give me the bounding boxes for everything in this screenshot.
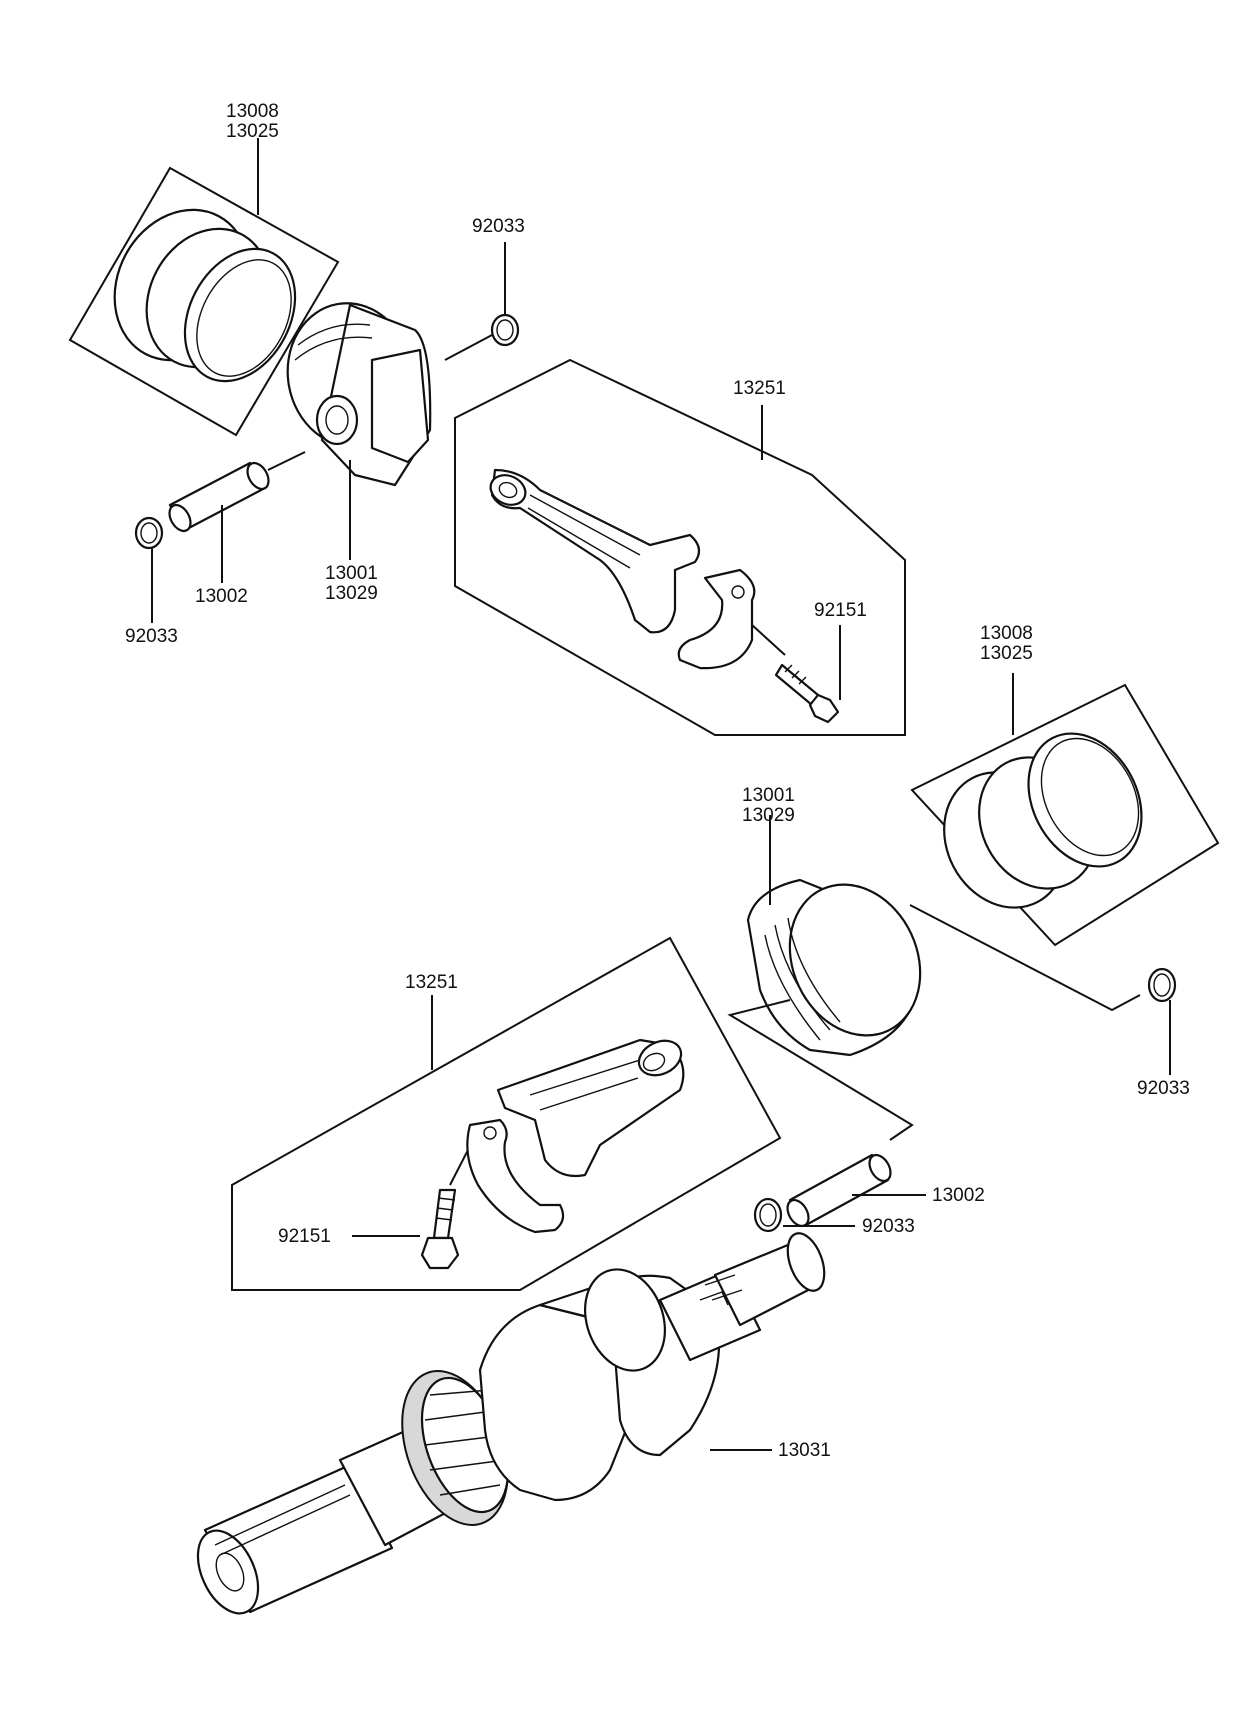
connecting-rod-bottom[interactable] <box>496 1034 687 1178</box>
label-rings-right-a: 13008 <box>980 623 1033 644</box>
label-clip-left: 92033 <box>125 626 178 647</box>
label-rings-top-b: 13025 <box>226 121 279 142</box>
label-clip-top: 92033 <box>472 216 525 237</box>
label-piston-right-a: 13001 <box>742 785 795 806</box>
piston-rings-right[interactable] <box>910 683 1220 947</box>
circlip-left[interactable] <box>134 516 164 550</box>
label-piston-top-a: 13001 <box>325 563 378 584</box>
label-rings-top-a: 13008 <box>226 101 279 122</box>
label-clip-bottom: 92033 <box>862 1216 915 1237</box>
circlip-bottom[interactable] <box>753 1197 783 1233</box>
label-rod-top: 13251 <box>733 378 786 399</box>
rod-set-top-box <box>454 358 906 736</box>
rod-bolt-top[interactable] <box>774 663 840 724</box>
label-pin-bottom: 13002 <box>932 1185 985 1206</box>
label-rod-bottom: 13251 <box>405 972 458 993</box>
piston-pin-bottom[interactable] <box>783 1151 895 1229</box>
piston-right[interactable] <box>746 863 944 1057</box>
piston-pin-top[interactable] <box>165 459 273 534</box>
crankshaft[interactable] <box>186 1228 831 1623</box>
label-rings-right-b: 13025 <box>980 643 1033 664</box>
label-bolt-top: 92151 <box>814 600 867 621</box>
label-clip-right: 92033 <box>1137 1078 1190 1099</box>
label-piston-top-b: 13029 <box>325 583 378 604</box>
label-pin-top: 13002 <box>195 586 248 607</box>
circlip-top[interactable] <box>490 313 520 347</box>
connecting-rod-top[interactable] <box>486 468 701 634</box>
label-piston-right-b: 13029 <box>742 805 795 826</box>
rod-cap-top[interactable] <box>677 568 756 670</box>
piston-rings-top[interactable] <box>68 166 340 437</box>
rod-cap-bottom[interactable] <box>466 1118 565 1234</box>
label-bolt-bottom: 92151 <box>278 1226 331 1247</box>
rod-bolt-bottom[interactable] <box>420 1188 460 1270</box>
rod-set-bottom-box <box>231 936 782 1291</box>
label-crankshaft: 13031 <box>778 1440 831 1461</box>
circlip-right[interactable] <box>1147 967 1177 1003</box>
piston-top[interactable] <box>276 293 432 487</box>
